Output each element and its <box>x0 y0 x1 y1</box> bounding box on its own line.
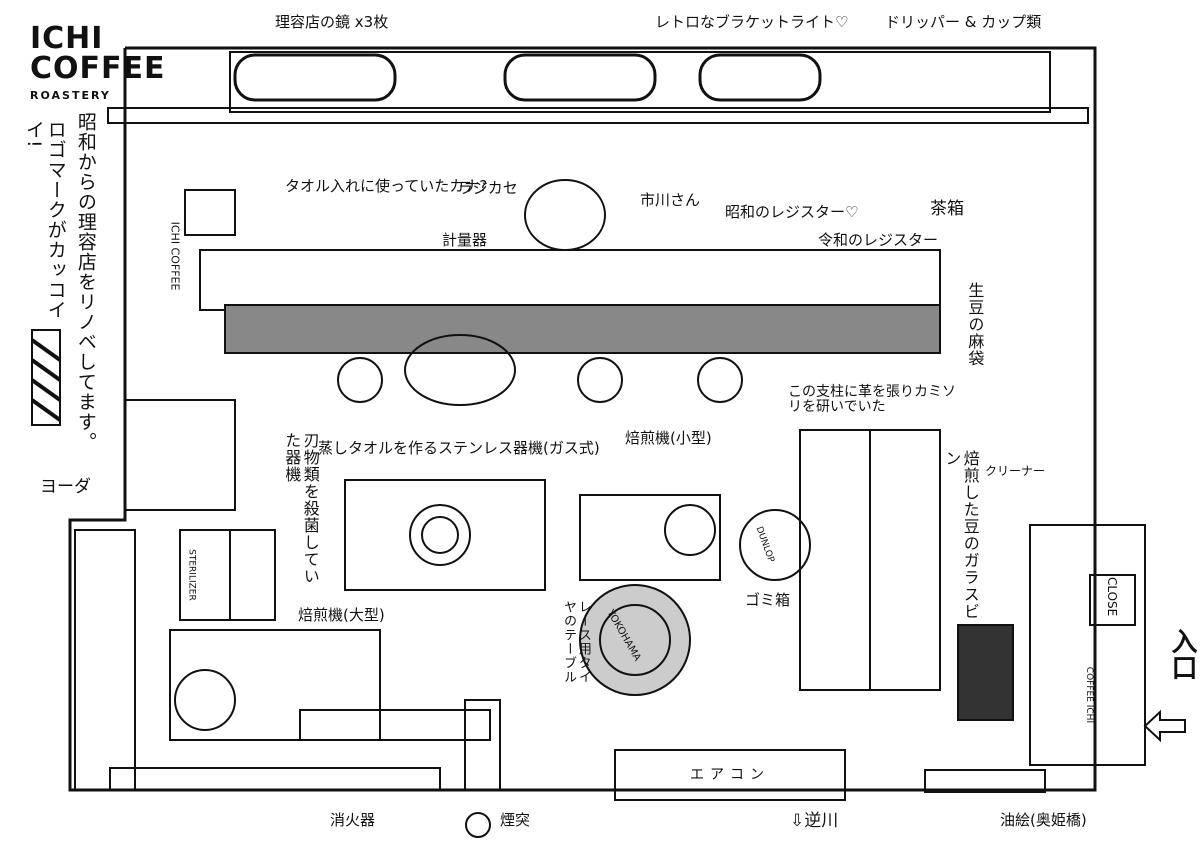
mirror-1 <box>233 53 397 102</box>
stool <box>337 357 383 403</box>
brand-line2: COFFEE <box>30 51 166 86</box>
sign-logo-small: ICHI COFFEE <box>168 221 182 291</box>
label-oil-painting: 油絵(奥姫橋) <box>1000 811 1087 829</box>
outer-wall <box>68 46 1097 792</box>
trash-bin <box>739 509 811 581</box>
ichikawa-figure <box>524 179 606 251</box>
chair <box>184 189 236 236</box>
left-window <box>124 399 236 511</box>
chimney-pipe <box>464 699 501 791</box>
label-scale: 計量器 <box>442 231 488 249</box>
stool <box>577 357 623 403</box>
counter-top <box>199 249 941 311</box>
oil-painting-frame <box>924 769 1046 793</box>
label-mirrors: 理容店の鏡 x3枚 <box>275 13 389 31</box>
label-roasted-bean-jars: 焙煎した豆のガラスビン <box>942 450 980 620</box>
back-counter <box>229 51 1051 113</box>
label-river: ⇩逆川 <box>790 811 839 831</box>
sign-close: CLOSE <box>1105 576 1120 617</box>
top-wall <box>107 107 1089 124</box>
label-large-roaster: 焙煎機(大型) <box>298 606 385 624</box>
label-knife-sterilizer: 刃物類を殺菌していた器機 <box>282 432 320 585</box>
close-sign <box>1089 574 1136 626</box>
caption-logo: ロゴマークがカッコイイ! <box>22 120 67 320</box>
brand-logo: ICHI COFFEE ROASTERY <box>30 21 166 102</box>
brand-line3: ROASTERY <box>30 89 111 102</box>
brand-line1: ICHI <box>30 21 104 56</box>
tire-table <box>579 584 691 696</box>
label-yoda: ヨーダ <box>40 477 91 497</box>
customer-figure <box>404 334 516 406</box>
label-green-bean-bags: 生豆の麻袋 <box>965 282 985 367</box>
label-cleaner: クリーナー <box>985 464 1046 478</box>
entrance-arrow <box>1143 709 1186 743</box>
counter-surface <box>224 304 941 354</box>
small-roaster <box>579 494 721 581</box>
caption-renovation: 昭和からの理容店をリノベしてます。 <box>74 112 97 452</box>
mirror-2 <box>503 53 657 102</box>
large-roaster <box>169 629 381 741</box>
label-showa-register: 昭和のレジスター♡ <box>725 203 859 221</box>
label-tire-table: レース用タイヤのテーブル <box>560 600 591 684</box>
label-bracket-light: レトロなブラケットライト♡ <box>655 13 849 31</box>
label-chimney: 煙突 <box>500 811 531 829</box>
label-tea-box: 茶箱 <box>930 199 964 219</box>
label-pillar-note: この支柱に革を張りカミソリを研いでいた <box>788 384 956 416</box>
chimney-circle <box>465 812 491 838</box>
label-dripper-cups: ドリッパー & カップ類 <box>885 13 1042 31</box>
label-trash: ゴミ箱 <box>745 591 791 609</box>
stool <box>697 357 743 403</box>
label-entrance: 入口 <box>1167 628 1197 680</box>
label-reiwa-register: 令和のレジスター <box>818 231 939 249</box>
label-extinguisher: 消火器 <box>330 811 376 829</box>
label-towel-box: タオル入れに使っていたカナ? <box>285 177 488 195</box>
label-radio-cassette: ラジカセ <box>458 179 518 197</box>
barber-pole <box>31 329 61 426</box>
label-ichikawa: 市川さん <box>640 191 701 209</box>
label-air-conditioner: エアコン <box>690 767 770 783</box>
left-door <box>74 529 136 791</box>
sign-door-logo: COFFEE ICHI <box>1084 666 1095 724</box>
towel-machine <box>344 479 546 591</box>
label-steam-towel-machine: 蒸しタオルを作るステンレス器機(ガス式) <box>318 439 600 457</box>
entrance-door <box>1029 524 1146 766</box>
air-conditioner-unit <box>614 749 846 801</box>
mirror-3 <box>698 53 822 102</box>
label-small-roaster: 焙煎機(小型) <box>625 429 712 447</box>
floor-mat <box>957 624 1014 721</box>
sign-sterilizer: STERILIZER <box>186 549 197 601</box>
